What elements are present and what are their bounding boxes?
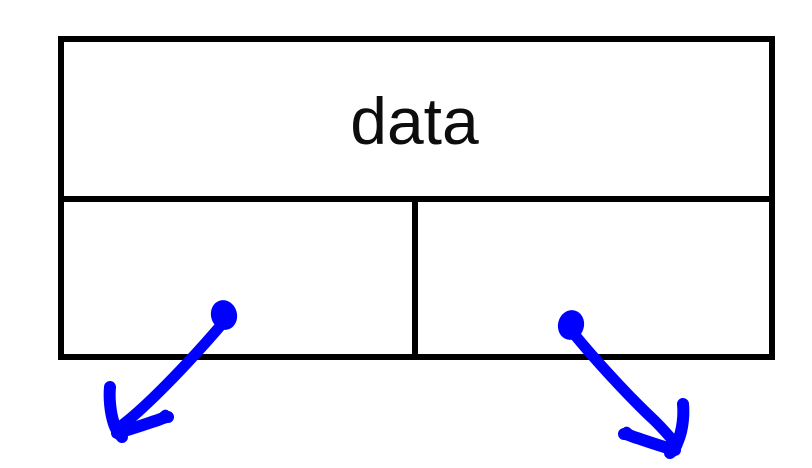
left-arrow-head-tail-flick bbox=[155, 409, 170, 425]
table-cell-left bbox=[64, 202, 418, 354]
left-arrow-head-barb-lower bbox=[111, 411, 174, 439]
table-header-row: data bbox=[64, 42, 769, 202]
data-table: data bbox=[58, 36, 775, 360]
right-arrow-head-tail-flick bbox=[622, 426, 637, 442]
table-cell-right bbox=[418, 202, 769, 354]
table-header-label: data bbox=[350, 84, 479, 158]
right-arrow-head-barb-lower bbox=[618, 428, 681, 456]
table-header-cell: data bbox=[64, 42, 769, 196]
left-arrow-head-barb-upper bbox=[103, 381, 128, 443]
table-body-row bbox=[64, 202, 769, 354]
right-arrow-head-barb-upper bbox=[664, 398, 690, 459]
